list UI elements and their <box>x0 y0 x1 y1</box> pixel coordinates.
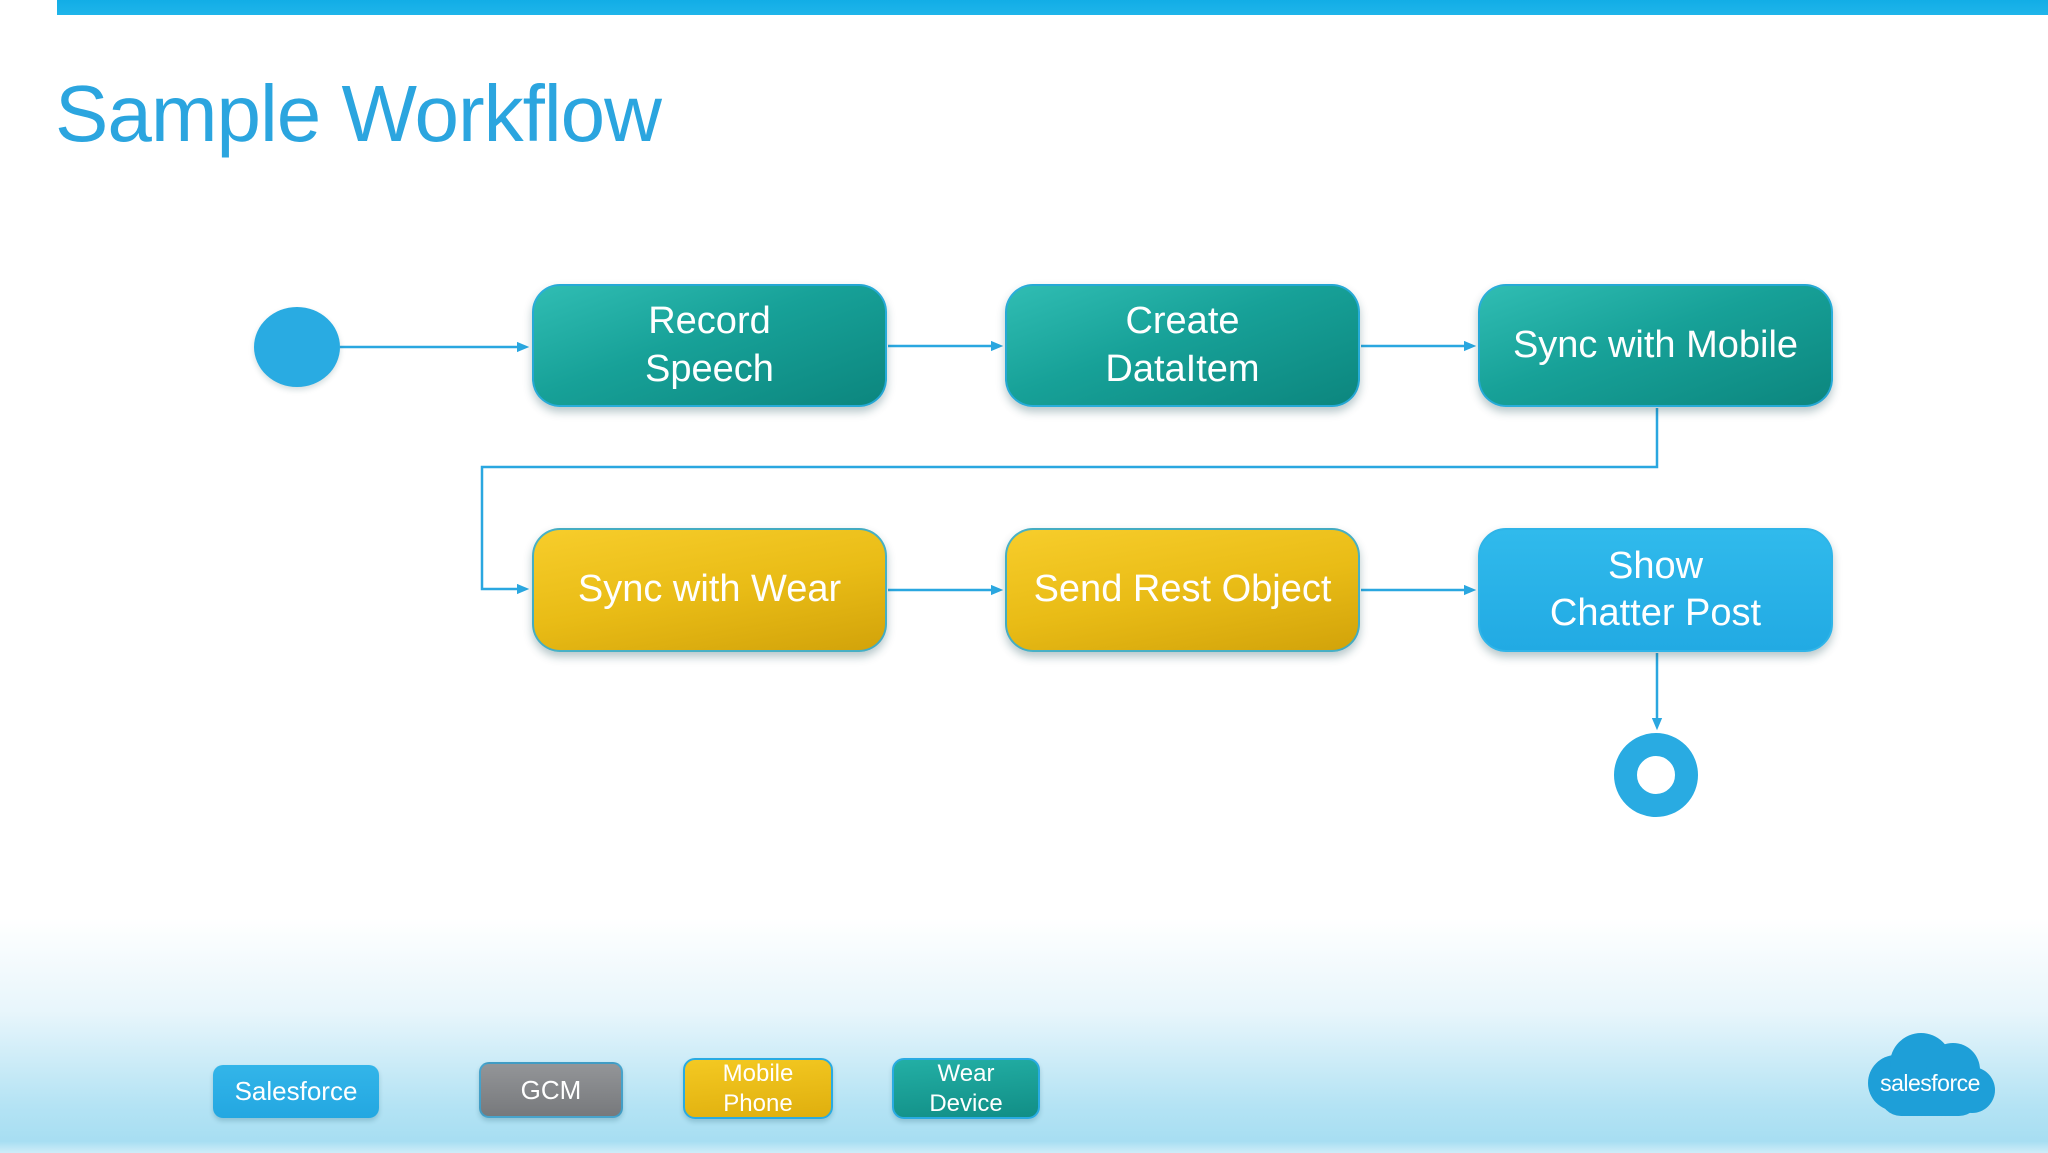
node-show-chatter-post: Show Chatter Post <box>1478 528 1833 652</box>
legend-item-salesforce: Salesforce <box>213 1065 379 1118</box>
salesforce-cloud-icon <box>1868 1033 1995 1116</box>
start-node-circle <box>254 307 340 387</box>
node-send-rest-object: Send Rest Object <box>1005 528 1360 652</box>
legend-item-gcm: GCM <box>479 1062 623 1118</box>
node-sync-with-wear: Sync with Wear <box>532 528 887 652</box>
node-sync-with-mobile: Sync with Mobile <box>1478 284 1833 407</box>
salesforce-logo-text: salesforce <box>1880 1070 1980 1096</box>
page-title: Sample Workflow <box>55 69 662 158</box>
node-create-dataitem: Create DataItem <box>1005 284 1360 407</box>
salesforce-logo: salesforce <box>1868 1033 1995 1116</box>
node-record-speech: Record Speech <box>532 284 887 407</box>
arrow-syncmobile-to-syncwear <box>480 408 1659 595</box>
top-accent-bar <box>57 0 2048 15</box>
end-node-ring <box>1614 733 1698 817</box>
legend-item-wear-device: Wear Device <box>892 1058 1040 1119</box>
legend-item-mobile-phone: Mobile Phone <box>683 1058 833 1119</box>
